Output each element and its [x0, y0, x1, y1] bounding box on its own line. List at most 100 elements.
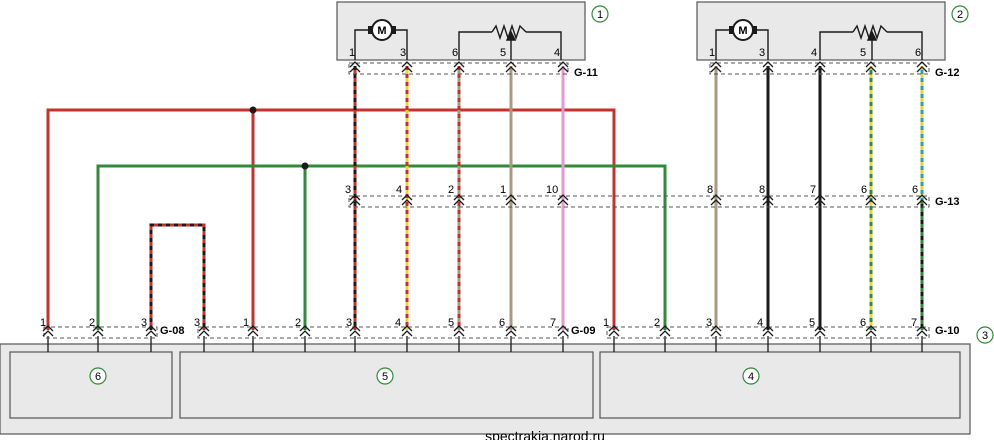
- g13-pin-label: 4: [396, 184, 402, 196]
- connector-pins: [42, 61, 928, 337]
- g13-pin: [762, 194, 774, 206]
- junction-dot-green: [301, 162, 309, 170]
- control-unit-3: [0, 343, 971, 435]
- g13-pin: [557, 194, 569, 206]
- svg-text:5: 5: [382, 371, 388, 383]
- g12-pin-label: 5: [860, 47, 866, 59]
- wire-red-black-loop: [149, 223, 206, 330]
- wire-red-loop: [46, 108, 616, 330]
- g09-pin: [401, 325, 413, 337]
- g13-pin: [916, 194, 928, 206]
- g11-pin: [453, 61, 465, 73]
- wire-green-loop: [96, 164, 667, 330]
- g09-outline: [197, 326, 569, 339]
- g08-pin-label: 1: [40, 317, 46, 329]
- g10-pin: [762, 325, 774, 337]
- g13-pin-label: 6: [912, 184, 918, 196]
- g12-label: G-12: [935, 67, 959, 79]
- g10-outline: [606, 326, 930, 339]
- g10-pin: [865, 325, 877, 337]
- g10-label: G-10: [935, 325, 959, 337]
- g08-pin-label: 2: [89, 317, 95, 329]
- g11-outline: [348, 62, 569, 75]
- g11-pin: [401, 61, 413, 73]
- g10-pin: [916, 325, 928, 337]
- g10-pin-label: 6: [860, 317, 866, 329]
- g10-pin-label: 7: [911, 317, 917, 329]
- g13-pin: [349, 194, 361, 206]
- g09-pin: [198, 325, 210, 337]
- g13-pin: [710, 194, 722, 206]
- g13-pin-label: 3: [345, 184, 351, 196]
- g11-pin-label: 1: [349, 47, 355, 59]
- block-6-box: [9, 351, 173, 419]
- g13-outline: [348, 195, 930, 208]
- junction-dot-red: [249, 106, 257, 114]
- g11-pin-label: 6: [452, 47, 458, 59]
- g13-pin-label: 1: [500, 184, 506, 196]
- g11-pin: [505, 61, 517, 73]
- g09-pin-label: 6: [499, 317, 505, 329]
- g10-pin-label: 1: [603, 317, 609, 329]
- g10-pin: [814, 325, 826, 337]
- g10-pin: [659, 325, 671, 337]
- g13-pin-label: 10: [546, 184, 558, 196]
- g13-pin-label: 8: [759, 184, 765, 196]
- motor-2-symbol: M: [729, 19, 757, 41]
- block-6-number: 6: [89, 367, 107, 385]
- g10-pin-label: 3: [706, 317, 712, 329]
- g11-label: G-11: [574, 67, 598, 79]
- g12-outline: [709, 62, 930, 75]
- g12-pin-label: 1: [709, 47, 715, 59]
- motor-1-symbol: M: [368, 19, 396, 41]
- motor-2-number: 2: [951, 5, 969, 23]
- motor-1-label: M: [377, 25, 386, 37]
- watermark: spectrakia.narod.ru: [485, 428, 605, 440]
- g11-pin: [557, 61, 569, 73]
- g12-pin-label: 6: [915, 47, 921, 59]
- svg-text:4: 4: [748, 371, 754, 383]
- g09-pin-label: 5: [448, 317, 454, 329]
- motor-1-number: 1: [591, 5, 609, 23]
- g12-pin: [814, 61, 826, 73]
- g09-pin: [505, 325, 517, 337]
- g10-pin-label: 5: [809, 317, 815, 329]
- g11-pin-label: 4: [554, 47, 560, 59]
- g08-outline: [43, 326, 158, 339]
- g13-pin: [814, 194, 826, 206]
- g09-pin: [299, 325, 311, 337]
- g13-pin-label: 6: [861, 184, 867, 196]
- g13-pin: [505, 194, 517, 206]
- g12-pin: [916, 61, 928, 73]
- g12-pin: [710, 61, 722, 73]
- g08-pin: [145, 325, 157, 337]
- g09-pin: [349, 325, 361, 337]
- g13-pin: [453, 194, 465, 206]
- g08-pin-label: 3: [141, 317, 147, 329]
- g08-label: G-08: [160, 325, 184, 337]
- g09-pin: [557, 325, 569, 337]
- g09-pin-label: 2: [295, 317, 301, 329]
- g09-label: G-09: [571, 325, 595, 337]
- g09-pin-label: 4: [395, 317, 401, 329]
- g12-pin: [762, 61, 774, 73]
- g10-pin-label: 2: [654, 317, 660, 329]
- g09-pin: [247, 325, 259, 337]
- block-4-box: [599, 351, 961, 419]
- svg-text:6: 6: [95, 371, 101, 383]
- g12-pin-label: 4: [811, 47, 817, 59]
- g12-pin-label: 3: [759, 47, 765, 59]
- g13-label: G-13: [935, 196, 959, 208]
- svg-text:2: 2: [957, 9, 963, 21]
- wire-layer: [46, 66, 924, 352]
- g13-pin-label: 7: [810, 184, 816, 196]
- control-unit-number: 3: [976, 326, 994, 344]
- motor-1-internals: [354, 23, 562, 60]
- g11-pin-label: 3: [400, 47, 406, 59]
- block-5-box: [179, 351, 594, 419]
- svg-text:3: 3: [982, 330, 988, 342]
- g09-pin-label: 7: [550, 317, 556, 329]
- g13-pin-label: 8: [707, 184, 713, 196]
- motor-2-internals: [715, 23, 923, 60]
